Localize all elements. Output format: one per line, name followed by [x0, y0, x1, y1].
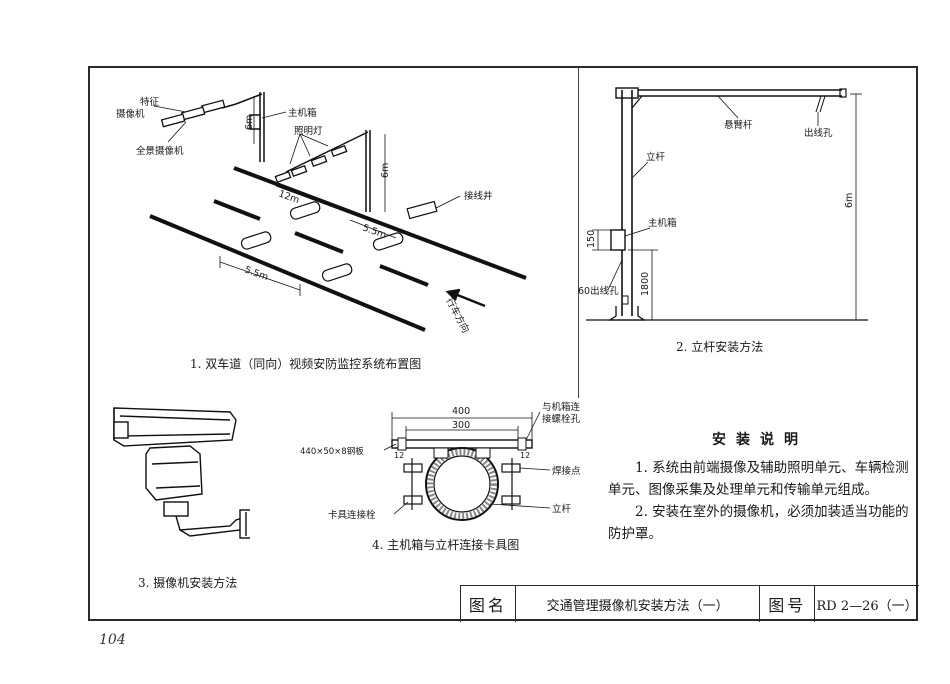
label-panorama-camera: 全景摄像机	[136, 145, 184, 157]
fig1-road-layout: 特征 摄像机 全景摄像机 主机箱 照明灯 接线井 6m 6m 12m 5.5m …	[116, 92, 527, 335]
fig4-caption: 4. 主机箱与立杆连接卡具图	[372, 538, 520, 552]
fig4-dim-12b: 12	[520, 451, 530, 460]
lane-divider	[213, 199, 429, 287]
direction-arrow	[445, 288, 486, 308]
fig4-label-bolt-hole-1: 与机箱连	[542, 401, 581, 413]
pole-1	[221, 92, 265, 162]
title-block: 图名 交通管理摄像机安装方法（一） 图号 RD 2—26（一）	[460, 585, 919, 622]
fig2-label-outlet: 出线孔	[804, 127, 833, 139]
fig4-label-plate: 440×50×8钢板	[300, 446, 364, 457]
notes-title: 安装说明	[712, 432, 808, 448]
label-lighting: 照明灯	[294, 126, 323, 137]
dim-5-5m-b: 5.5m	[243, 264, 270, 283]
fig2-pole-installation: 悬臂杆 出线孔 立杆 主机箱 60出线孔 150 1800 6m	[578, 87, 868, 321]
label-junction-well: 接线井	[464, 190, 493, 202]
road-marking-ovals	[240, 201, 404, 282]
fig3-caption: 3. 摄像机安装方法	[138, 576, 238, 590]
fig2-dim-1800: 1800	[640, 272, 651, 296]
note-item: 2. 安装在室外的摄像机，必须加装适当功能的防护罩。	[608, 504, 909, 542]
fig4-label-weld: 焊接点	[552, 465, 581, 477]
fig2-label-pole: 立杆	[646, 151, 666, 163]
fig4-clamp: 400 300 12 12 440×50×8钢板 与机箱连 接螺栓孔 焊接点 卡…	[300, 401, 581, 521]
fig4-label-clamp-bolt: 卡具连接栓	[328, 509, 376, 521]
notes-body: 1. 系统由前端摄像及辅助照明单元、车辆检测单元、图像采集及处理单元和传输单元组…	[608, 457, 914, 545]
title-name-value: 交通管理摄像机安装方法（一）	[516, 586, 761, 622]
fig3-camera	[113, 407, 250, 539]
note-item: 1. 系统由前端摄像及辅助照明单元、车辆检测单元、图像采集及处理单元和传输单元组…	[608, 460, 909, 498]
lighting-lamps	[274, 144, 348, 184]
label-feature-camera-1: 特征	[140, 96, 160, 108]
fig4-dim-300: 300	[452, 420, 470, 431]
dim-6m-b: 6m	[244, 115, 255, 130]
pole-2	[285, 130, 371, 212]
fig1-caption: 1. 双车道（同向）视频安防监控系统布置图	[190, 357, 422, 371]
fig4-dim-12a: 12	[394, 451, 404, 460]
fig2-label-arm: 悬臂杆	[724, 119, 753, 131]
road-edge-top	[233, 166, 527, 280]
drawing-sheet: 特征 摄像机 全景摄像机 主机箱 照明灯 接线井 6m 6m 12m 5.5m …	[88, 66, 919, 622]
pole-main-box	[610, 229, 626, 251]
fig2-caption: 2. 立杆安装方法	[676, 340, 764, 354]
label-direction: 行车方向	[443, 296, 471, 335]
junction-well	[406, 200, 438, 220]
fig2-dim-150: 150	[586, 230, 597, 248]
fig4-label-bolt-hole-2: 接螺栓孔	[542, 413, 581, 425]
fig4-label-pole: 立杆	[552, 503, 572, 515]
fig4-dim-400: 400	[452, 406, 470, 417]
figure-divider	[578, 68, 579, 398]
dim-6m-a: 6m	[380, 163, 391, 178]
road-edge-bottom	[149, 214, 426, 332]
title-num-value: RD 2—26（一）	[816, 598, 918, 614]
title-name-label: 图名	[461, 586, 516, 622]
title-num-label: 图号	[760, 586, 816, 622]
page-number: 104	[99, 632, 126, 648]
fig2-dim-6m: 6m	[844, 193, 855, 208]
feature-cameras	[160, 99, 226, 128]
fig2-label-outlet60: 60出线孔	[578, 285, 619, 297]
label-feature-camera-2: 摄像机	[116, 108, 145, 120]
label-main-box: 主机箱	[288, 107, 317, 119]
fig2-label-main-box: 主机箱	[648, 217, 677, 229]
